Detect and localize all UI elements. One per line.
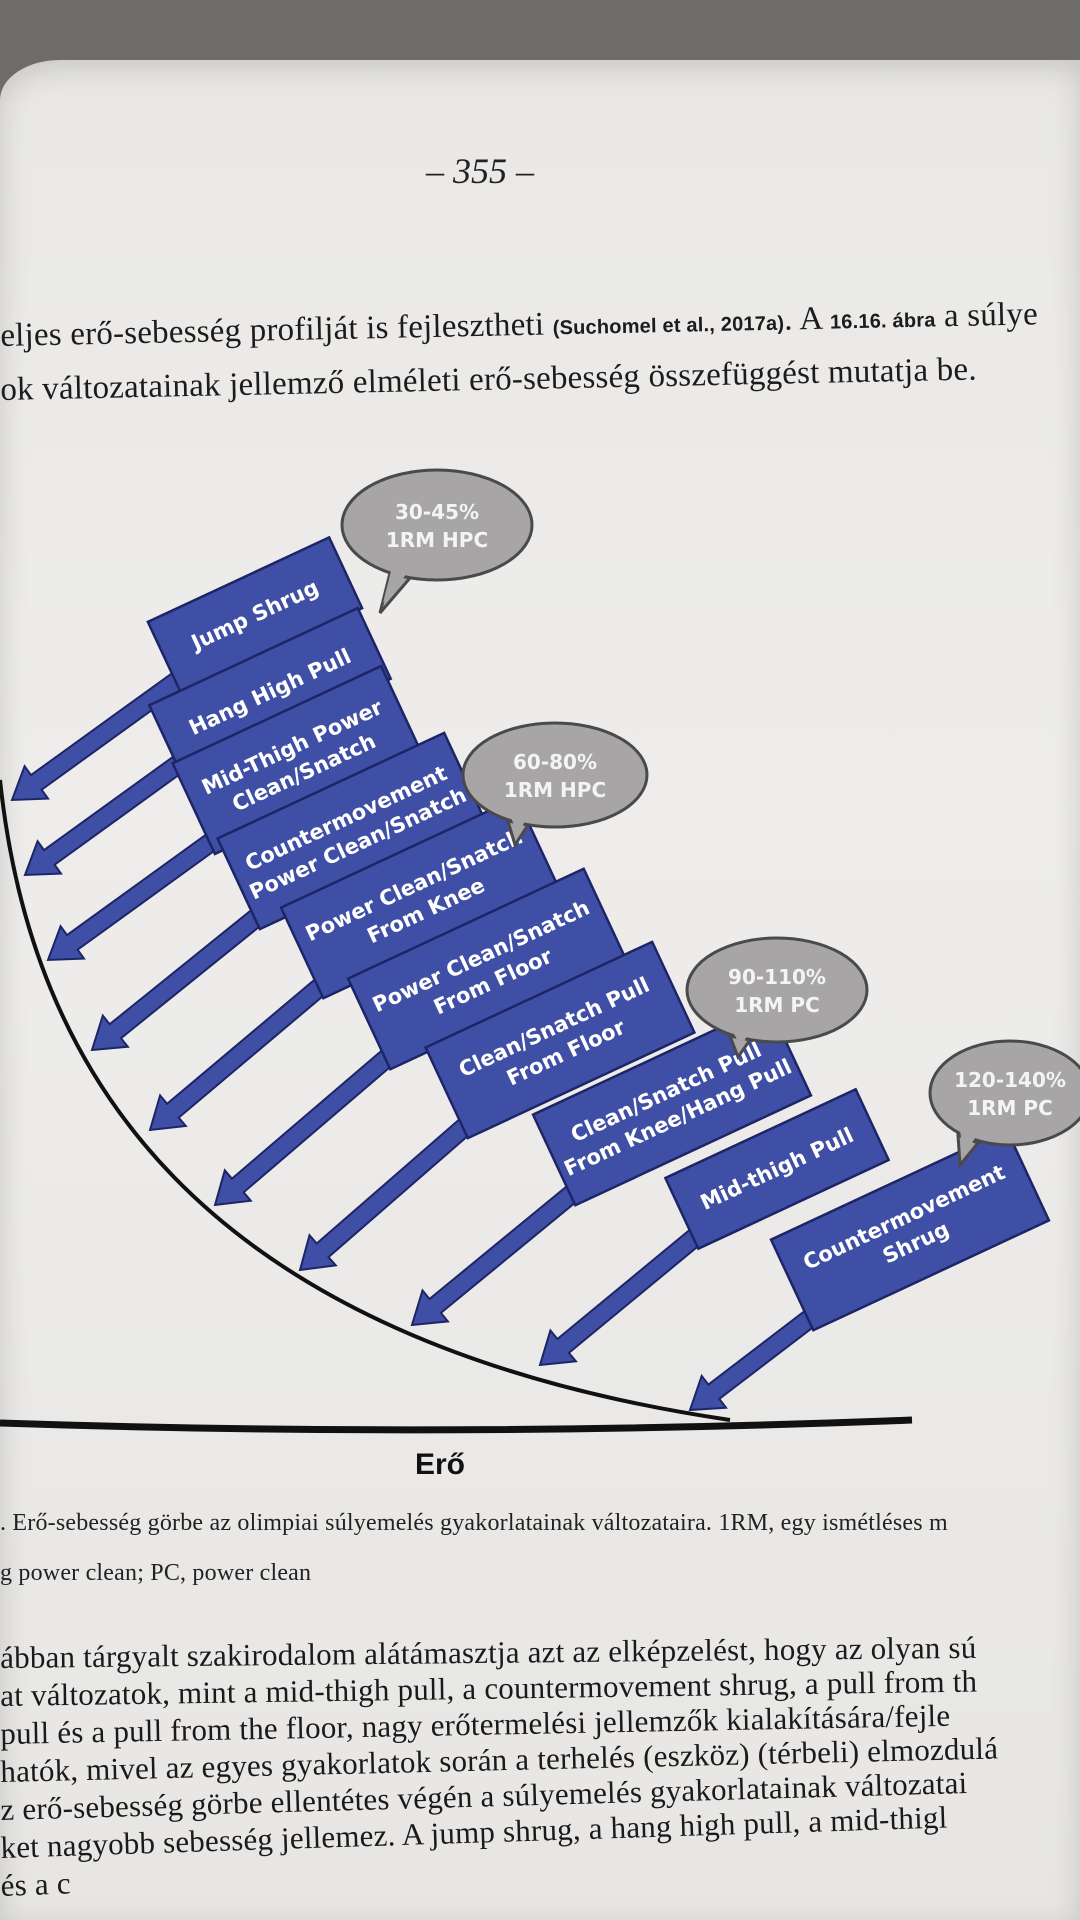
bubble-label-line: 120-140% xyxy=(954,1068,1066,1092)
caption-line-1: . Erő-sebesség görbe az olimpiai súlyeme… xyxy=(0,1510,948,1536)
bar-arrow xyxy=(148,973,334,1132)
bubble-tail-fill xyxy=(383,567,408,603)
bubble-tail-fill xyxy=(510,815,526,835)
force-velocity-curve xyxy=(0,779,731,1422)
bar-arrow xyxy=(298,1112,479,1272)
bar-arrow xyxy=(538,1223,709,1367)
bar-arrow xyxy=(688,1304,824,1412)
bubble-tail-fill xyxy=(960,1129,976,1155)
body-line: és a c xyxy=(0,1865,72,1903)
exercise-bar: Mid-thigh Pull xyxy=(538,1087,891,1367)
bubble-label-line: 30-45% xyxy=(395,500,479,524)
intro-text: . A xyxy=(783,300,831,338)
bar-box xyxy=(423,940,697,1140)
bar-box xyxy=(769,1128,1051,1332)
bubble-label-line: 1RM PC xyxy=(967,1096,1053,1120)
bar-arrow xyxy=(23,750,193,877)
bubble-body xyxy=(928,1039,1080,1147)
force-axis xyxy=(0,1416,913,1434)
bubble-tail-fill xyxy=(732,1030,748,1047)
load-bubble: 30-45% 1RM HPC xyxy=(340,468,534,614)
bubble-label: 120-140% 1RM PC xyxy=(954,1068,1066,1120)
bubble-label: 30-45% 1RM HPC xyxy=(386,500,488,552)
bubble-label-line: 90-110% xyxy=(728,965,826,989)
intro-text: a súlye xyxy=(935,296,1039,335)
force-axis-label: Erő xyxy=(414,1448,465,1481)
bubble-label-line: 1RM PC xyxy=(734,993,820,1017)
bar-arrow xyxy=(410,1179,586,1327)
bar-arrow xyxy=(213,1044,401,1207)
bubble-label-line: 60-80% xyxy=(513,750,597,774)
load-bubble: 60-80% 1RM HPC xyxy=(461,721,649,849)
bubble-body xyxy=(461,721,649,829)
exercise-bar: Power Clean/SnatchFrom Knee xyxy=(148,796,561,1132)
bubble-body xyxy=(340,468,534,582)
page-number: – 355 – xyxy=(426,151,534,191)
load-bubble: 90-110% 1RM PC xyxy=(685,936,869,1061)
bubble-body xyxy=(685,936,869,1044)
caption-line-2: g power clean; PC, power clean xyxy=(0,1560,312,1586)
figure-reference: 16.16. ábra xyxy=(829,309,936,334)
bar-arrow xyxy=(90,903,271,1052)
bar-arrow xyxy=(46,828,225,962)
bubble-label-line: 1RM HPC xyxy=(504,778,606,802)
citation: (Suchomel et al., 2017a) xyxy=(552,312,785,340)
bubble-label: 90-110% 1RM PC xyxy=(728,965,826,1017)
load-bubble: 120-140% 1RM PC xyxy=(928,1039,1080,1169)
bar-box xyxy=(531,1003,813,1207)
bar-box xyxy=(663,1087,891,1251)
bubble-label-line: 1RM HPC xyxy=(386,528,488,552)
bubble-label: 60-80% 1RM HPC xyxy=(504,750,606,802)
exercise-bar: CountermovementShrug xyxy=(688,1128,1051,1412)
